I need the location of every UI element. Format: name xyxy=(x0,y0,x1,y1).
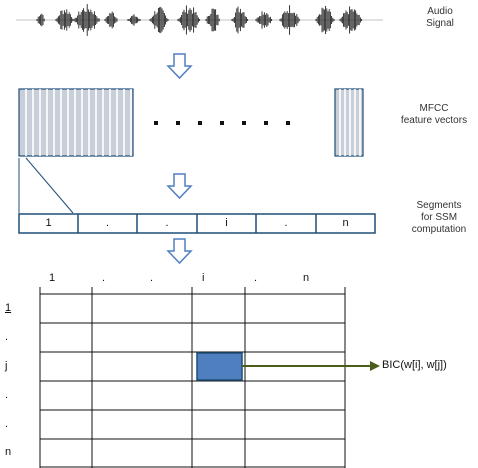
matrix-col-label: 1 xyxy=(49,272,56,284)
audio-label-line-2: Signal xyxy=(426,18,454,29)
segment-bar xyxy=(18,213,376,234)
matrix-row-label: . xyxy=(5,331,9,343)
segments-label-line-3: computation xyxy=(411,224,467,235)
matrix-col-label: . xyxy=(254,272,258,284)
connector-lines xyxy=(18,157,74,214)
down-arrow-2 xyxy=(166,173,193,200)
audio-label-line-1: Audio xyxy=(427,6,453,17)
highlighted-cell xyxy=(196,352,243,381)
matrix-col-label: . xyxy=(150,272,154,284)
audio-label: Audio Signal xyxy=(412,6,468,30)
segments-label-line-2: for SSM xyxy=(420,212,458,223)
bic-arrow xyxy=(242,361,380,371)
matrix-col-label: i xyxy=(202,272,205,284)
matrix-col-label: n xyxy=(303,272,310,284)
matrix-row-label: j xyxy=(5,360,8,372)
mfcc-label-line-1: MFCC xyxy=(419,103,449,114)
audio-waveform xyxy=(16,4,383,36)
segment-cell-label: n xyxy=(342,217,349,229)
segments-label-line-1: Segments xyxy=(416,200,462,211)
segment-cell-label: . xyxy=(165,217,169,229)
ellipsis-dots xyxy=(154,121,290,125)
matrix-row-label: n xyxy=(5,446,12,458)
segments-label: Segments for SSM computation xyxy=(400,200,478,236)
mfcc-label: MFCC feature vectors xyxy=(388,103,478,127)
segment-cell-label: . xyxy=(105,217,110,229)
segment-cell-label: i xyxy=(225,217,228,229)
matrix-row-label: . xyxy=(5,418,9,430)
segment-cell-label: 1 xyxy=(45,217,52,229)
mfcc-block-left xyxy=(18,88,134,157)
matrix-col-label: . xyxy=(102,272,106,284)
bic-label: BIC(w[i], w[j]) xyxy=(382,359,447,371)
down-arrow-3 xyxy=(166,238,193,265)
ssm-grid xyxy=(39,287,346,468)
mfcc-label-line-2: feature vectors xyxy=(400,115,468,126)
down-arrow-1 xyxy=(166,53,193,80)
segment-cell-label: . xyxy=(284,217,288,229)
mfcc-block-right xyxy=(334,88,364,157)
matrix-row-label: . xyxy=(5,389,9,401)
matrix-row-label: 1 xyxy=(5,302,12,314)
